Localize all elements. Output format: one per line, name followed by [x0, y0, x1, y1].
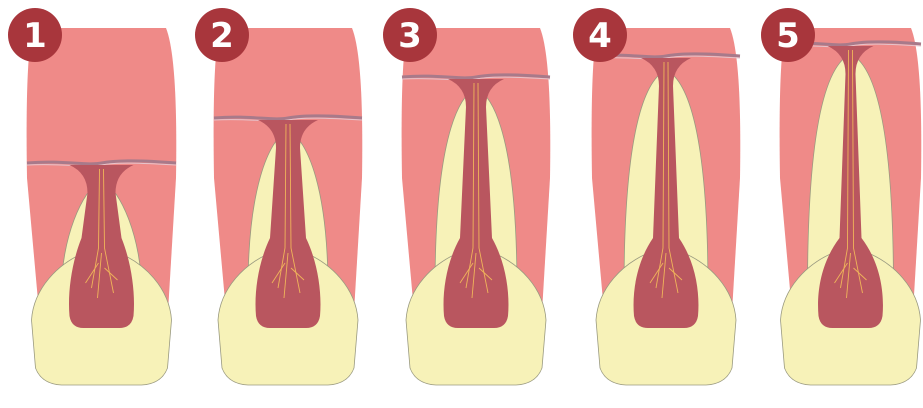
stage-number: 1: [23, 16, 47, 56]
stage-number: 4: [588, 16, 612, 56]
stage-number: 5: [776, 16, 800, 56]
stage-number: 3: [398, 16, 422, 56]
stage-panel-3: 3: [383, 8, 550, 385]
stage-panel-5: 5: [761, 8, 921, 385]
stage-panel-1: 1: [8, 8, 176, 385]
stage-panel-2: 2: [195, 8, 362, 385]
stage-panel-4: 4: [573, 8, 740, 385]
stage-number: 2: [210, 16, 234, 56]
